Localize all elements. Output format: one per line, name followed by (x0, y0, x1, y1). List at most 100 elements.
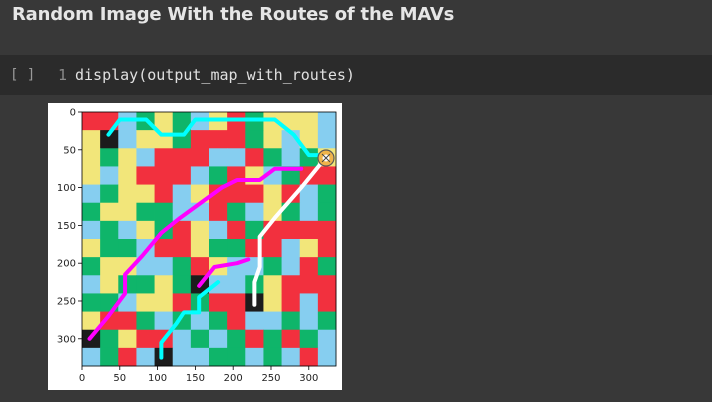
map-tile (245, 130, 264, 149)
map-tile (227, 329, 246, 349)
map-tile (82, 184, 101, 204)
map-tile (172, 148, 192, 167)
map-tile (154, 239, 174, 258)
map-tiles (82, 112, 337, 367)
map-tile (190, 148, 210, 167)
code-cell[interactable]: [ ] 1 display(output_map_with_routes) (0, 55, 712, 95)
map-tile (281, 275, 301, 294)
map-tile (100, 166, 119, 185)
map-tile (100, 347, 119, 367)
map-tile (172, 275, 192, 294)
map-tile (172, 166, 192, 185)
section-heading: Random Image With the Routes of the MAVs (12, 4, 455, 25)
map-tile (263, 239, 282, 258)
map-tile (281, 148, 301, 167)
map-tile (299, 148, 319, 167)
code-text[interactable]: display(output_map_with_routes) (75, 66, 355, 84)
map-tile (82, 239, 101, 258)
y-tick-label: 50 (63, 145, 76, 156)
map-tile (281, 329, 301, 349)
map-tile (317, 112, 337, 131)
x-tick-label: 100 (148, 373, 167, 384)
y-tick-label: 200 (57, 259, 76, 270)
run-cell-button[interactable]: [ ] (10, 67, 36, 83)
route-line-cyan (106, 117, 330, 158)
map-tile (100, 329, 119, 349)
x-tick-label: 200 (224, 373, 243, 384)
map-tile (82, 166, 101, 185)
map-tile (299, 239, 319, 258)
map-tile (209, 148, 228, 167)
map-tile (317, 202, 337, 222)
route-line-magenta (197, 257, 251, 288)
map-tile (100, 202, 119, 222)
map-tile (190, 347, 210, 367)
map-tile (209, 166, 228, 185)
map-tile (118, 130, 137, 149)
y-tick-label: 300 (57, 334, 76, 345)
map-tile (172, 239, 192, 258)
map-tile (263, 130, 282, 149)
map-tile (227, 184, 246, 204)
map-tile (82, 257, 101, 276)
map-tile (136, 293, 155, 312)
map-tile (82, 293, 101, 312)
map-tile (245, 347, 264, 367)
map-tile (263, 311, 282, 331)
map-tile (299, 202, 319, 222)
map-tile (209, 293, 228, 312)
map-tile (227, 239, 246, 258)
y-tick-label: 100 (57, 183, 76, 194)
map-tile (136, 202, 155, 222)
map-tile (100, 130, 119, 149)
map-tile (100, 275, 119, 294)
map-tile (136, 184, 155, 204)
map-tile (154, 202, 174, 222)
map-tile (154, 184, 174, 204)
map-tile (227, 347, 246, 367)
map-tile (154, 112, 174, 131)
map-tile (299, 293, 319, 312)
map-tile (82, 275, 101, 294)
map-tile (154, 311, 174, 331)
map-tile (172, 112, 192, 131)
map-tile (154, 148, 174, 167)
map-tile (209, 275, 228, 294)
map-tile (281, 239, 301, 258)
route-line-magenta (87, 166, 304, 341)
map-tile (118, 239, 137, 258)
map-tile (118, 329, 137, 349)
map-tile (317, 220, 337, 240)
map-tile (118, 202, 137, 222)
map-tile (82, 347, 101, 367)
map-tile (82, 311, 101, 331)
map-tile (136, 329, 155, 349)
map-tile (263, 148, 282, 167)
map-tile (299, 329, 319, 349)
map-tile (227, 202, 246, 222)
map-tile (317, 257, 337, 276)
plot-border (81, 111, 337, 367)
map-tile (100, 257, 119, 276)
map-tile (227, 275, 246, 294)
map-tile (172, 293, 192, 312)
map-tile (190, 311, 210, 331)
x-tick-label: 250 (261, 373, 280, 384)
map-tile (172, 220, 192, 240)
map-tile (209, 239, 228, 258)
map-tile (263, 257, 282, 276)
map-tile (136, 220, 155, 240)
map-tile (299, 275, 319, 294)
map-tile (263, 329, 282, 349)
map-tile (100, 148, 119, 167)
map-tile (190, 166, 210, 185)
map-tile (100, 220, 119, 240)
map-tile (263, 347, 282, 367)
map-tile (82, 220, 101, 240)
map-tile (209, 347, 228, 367)
y-tick-label: 250 (57, 296, 76, 307)
map-tile (118, 275, 137, 294)
map-tile (172, 184, 192, 204)
map-tile (317, 311, 337, 331)
map-tile (281, 112, 301, 131)
